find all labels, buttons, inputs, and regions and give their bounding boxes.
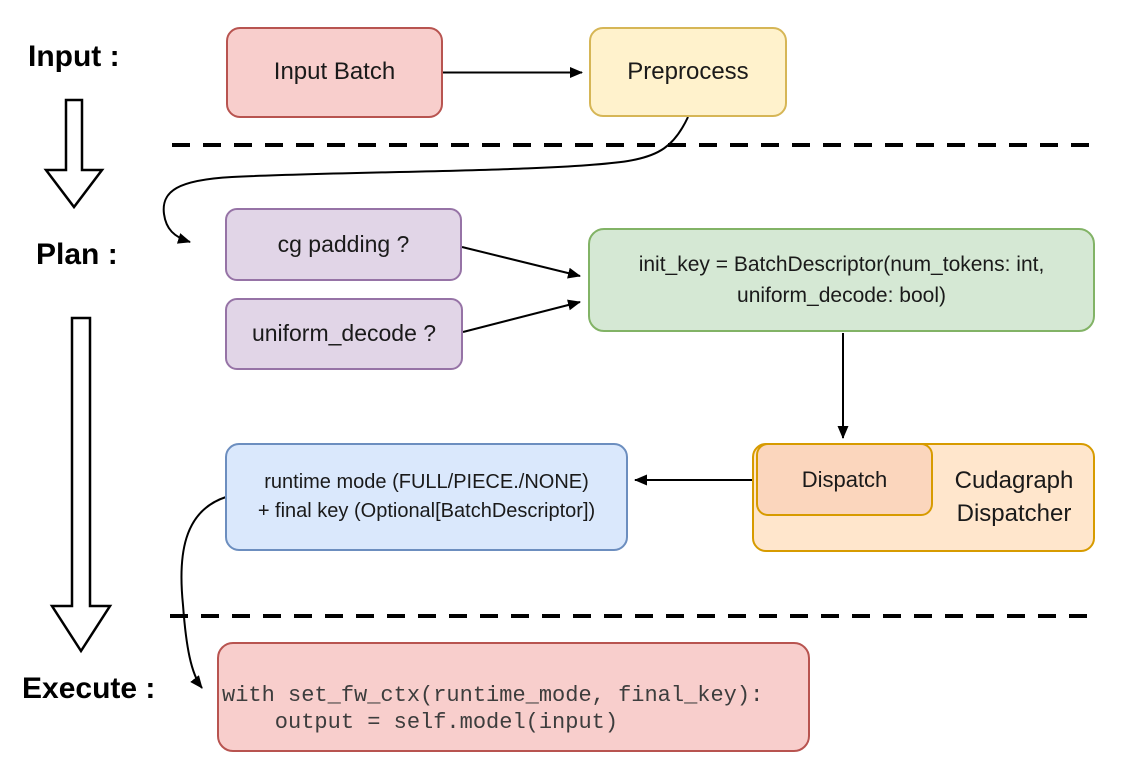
stage-arrow-input-to-plan [43, 98, 105, 210]
node-dispatch: Dispatch [756, 443, 933, 516]
node-input-batch: Input Batch [226, 27, 443, 118]
node-runtime-mode-line1: runtime mode (FULL/PIECE./NONE) [264, 471, 589, 493]
input-stage-label: Input : [28, 40, 120, 73]
node-cudagraph-dispatcher-line1: Cudagraph [954, 467, 1074, 494]
node-runtime-mode-line2: + final key (Optional[BatchDescriptor]) [257, 500, 596, 522]
node-preprocess-label: Preprocess [627, 57, 749, 85]
execute-stage-label: Execute : [22, 672, 156, 705]
node-execute-code: with set_fw_ctx(runtime_mode, final_key)… [217, 642, 810, 752]
node-init-key-line2: uniform_decode: bool) [737, 284, 946, 307]
node-cudagraph-dispatcher-line2: Dispatcher [956, 500, 1072, 527]
node-uniform-decode-label: uniform_decode ? [251, 320, 437, 347]
node-preprocess: Preprocess [589, 27, 787, 117]
node-dispatch-label: Dispatch [801, 466, 888, 492]
node-uniform-decode: uniform_decode ? [225, 298, 463, 370]
connector-cg-padding-to-init-key [461, 246, 581, 279]
node-init-key: init_key = BatchDescriptor(num_tokens: i… [588, 228, 1095, 332]
node-cg-padding: cg padding ? [225, 208, 462, 281]
node-input-batch-label: Input Batch [273, 58, 396, 86]
node-execute-code-line1: with set_fw_ctx(runtime_mode, final_key)… [222, 683, 764, 708]
plan-stage-label: Plan : [36, 238, 118, 271]
node-cudagraph-dispatcher-label: Cudagraph Dispatcher [933, 464, 1095, 530]
connector-uniform-decode-to-init-key [462, 299, 581, 333]
node-runtime-mode: runtime mode (FULL/PIECE./NONE) + final … [225, 443, 628, 551]
node-init-key-line1: init_key = BatchDescriptor(num_tokens: i… [638, 253, 1045, 276]
node-cg-padding-label: cg padding ? [277, 230, 410, 257]
stage-arrow-plan-to-execute [49, 316, 113, 654]
node-execute-code-line2: output = self.model(input) [222, 710, 619, 735]
